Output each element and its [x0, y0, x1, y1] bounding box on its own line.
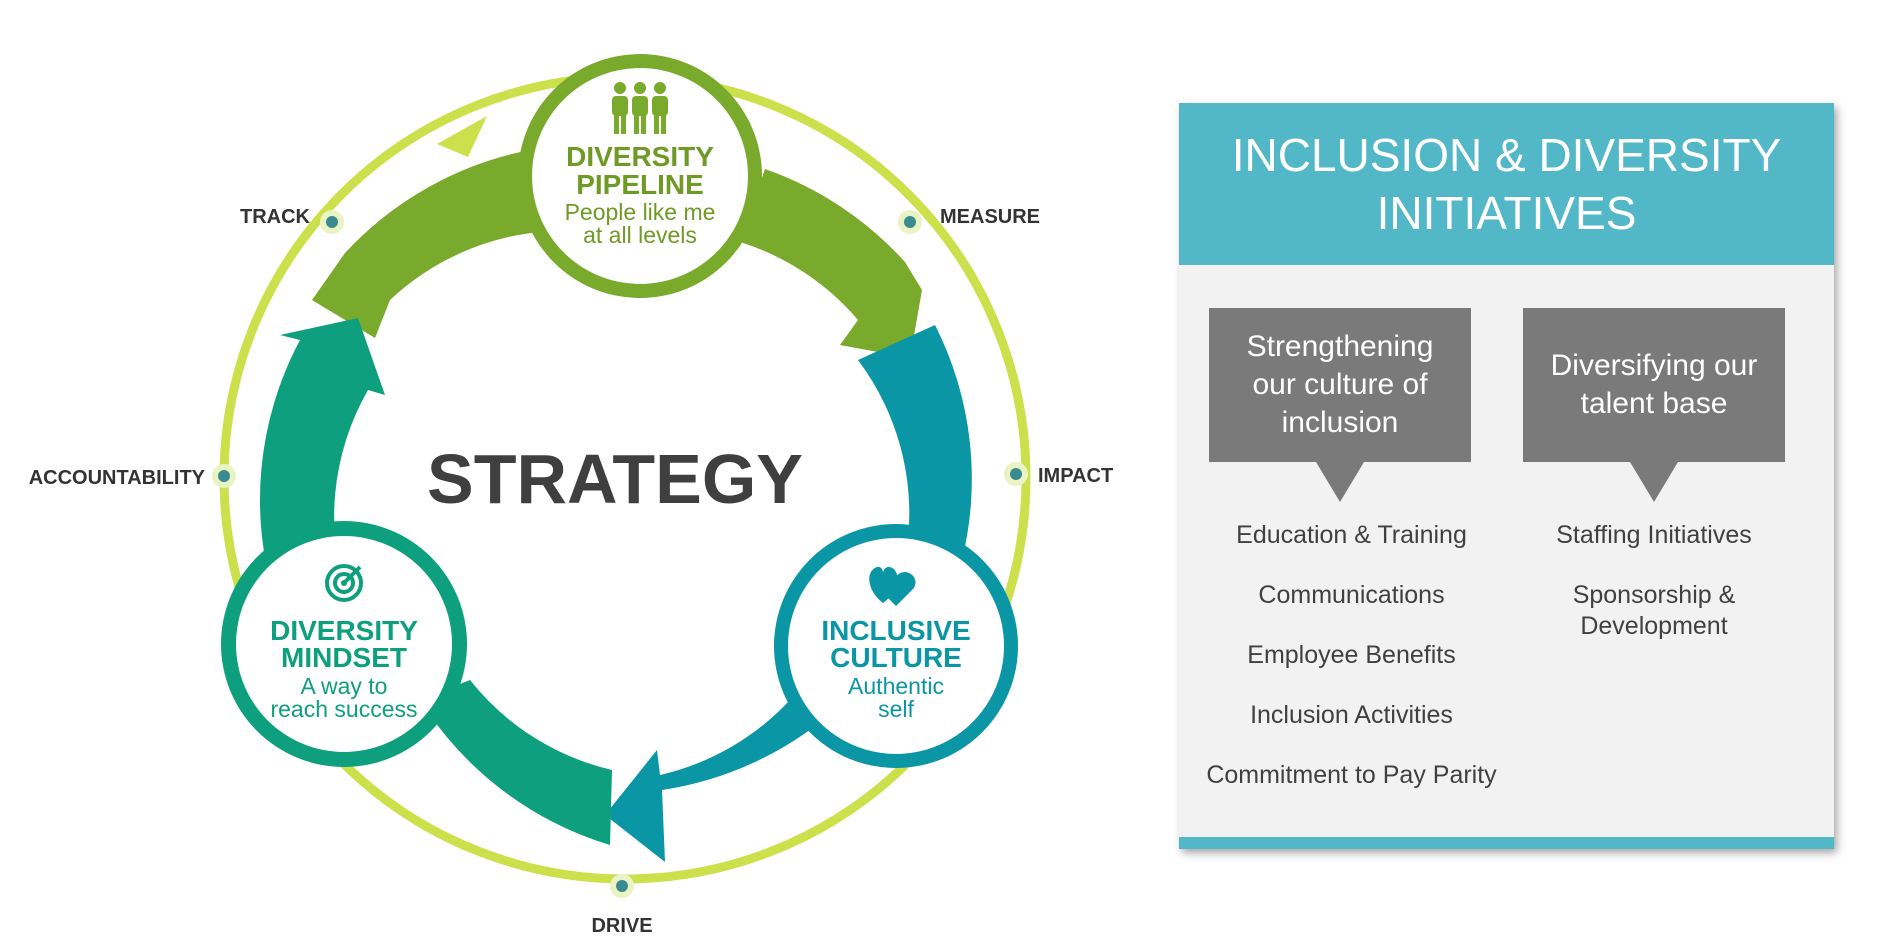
arc-arrow-culture: [858, 325, 972, 560]
label-track: TRACK: [240, 206, 311, 228]
list-item: Education & Training: [1236, 521, 1467, 549]
panel-footer-bar: [1179, 837, 1834, 849]
strategy-cycle-diagram: TRACK MEASURE ACCOUNTABILITY IMPACT DRIV…: [29, 54, 1113, 937]
list-item: Staffing Initiatives: [1556, 521, 1752, 549]
ring-dot-impact: [1010, 468, 1022, 480]
column-talent: Diversifying our talent base Staffing In…: [1513, 308, 1818, 672]
svg-text:CULTURE: CULTURE: [830, 642, 962, 673]
svg-text:Authentic: Authentic: [848, 673, 944, 699]
svg-text:MINDSET: MINDSET: [281, 642, 407, 673]
node-diversity-pipeline: DIVERSITY PIPELINE People like me at all…: [518, 54, 762, 298]
people-group-icon: [612, 82, 668, 134]
ring-dot-track: [326, 216, 338, 228]
svg-text:at all levels: at all levels: [583, 222, 697, 248]
label-impact: IMPACT: [1038, 465, 1113, 487]
svg-text:reach success: reach success: [270, 696, 417, 722]
initiative-list-talent: Staffing Initiatives Sponsorship & Devel…: [1513, 520, 1818, 642]
panel-header: INCLUSION & DIVERSITY INITIATIVES: [1179, 103, 1834, 265]
node-inclusive-culture: INCLUSIVE CULTURE Authentic self: [774, 524, 1018, 768]
svg-text:A way to: A way to: [301, 673, 388, 699]
ring-dot-drive: [616, 880, 628, 892]
initiatives-panel: INCLUSION & DIVERSITY INITIATIVES Streng…: [1179, 103, 1834, 849]
callout-strengthening-culture: Strengthening our culture of inclusion: [1209, 308, 1471, 502]
target-icon: [325, 564, 363, 602]
arc-arrow-mindset: [259, 318, 385, 600]
callout-heading: Diversifying our talent base: [1550, 349, 1758, 420]
list-item: Employee Benefits: [1247, 641, 1456, 669]
ring-dot-measure: [904, 216, 916, 228]
arc-arrow-culture-bottom: [605, 700, 835, 862]
svg-text:PIPELINE: PIPELINE: [576, 169, 704, 200]
svg-text:INCLUSIVE: INCLUSIVE: [821, 615, 970, 646]
column-culture: Strengthening our culture of inclusion E…: [1199, 308, 1504, 820]
svg-text:People like me: People like me: [565, 199, 716, 225]
ring-arrowhead: [437, 116, 487, 157]
svg-text:DIVERSITY: DIVERSITY: [270, 615, 418, 646]
label-measure: MEASURE: [940, 206, 1040, 228]
arc-arrow-mindset-bottom: [420, 680, 612, 845]
callout-heading: Strengthening our culture of inclusion: [1246, 330, 1434, 439]
label-accountability: ACCOUNTABILITY: [29, 467, 206, 489]
svg-text:DIVERSITY: DIVERSITY: [566, 141, 714, 172]
center-strategy: STRATEGY: [427, 440, 803, 518]
arc-arrow-pipeline: [740, 169, 922, 358]
list-item: Commitment to Pay Parity: [1206, 761, 1497, 789]
arc-arrow-pipeline-left: [312, 150, 540, 338]
node-diversity-mindset: DIVERSITY MINDSET A way to reach success: [221, 521, 467, 767]
initiative-list-culture: Education & Training Communications Empl…: [1199, 520, 1504, 790]
panel-title: INCLUSION & DIVERSITY INITIATIVES: [1231, 129, 1782, 239]
list-item: Communications: [1258, 581, 1445, 609]
callout-diversifying-talent: Diversifying our talent base: [1523, 308, 1785, 502]
list-item: Inclusion Activities: [1250, 701, 1453, 729]
list-item: Sponsorship & Development: [1572, 581, 1736, 640]
label-drive: DRIVE: [591, 915, 652, 937]
svg-text:self: self: [878, 696, 914, 722]
ring-dot-accountability: [218, 470, 230, 482]
